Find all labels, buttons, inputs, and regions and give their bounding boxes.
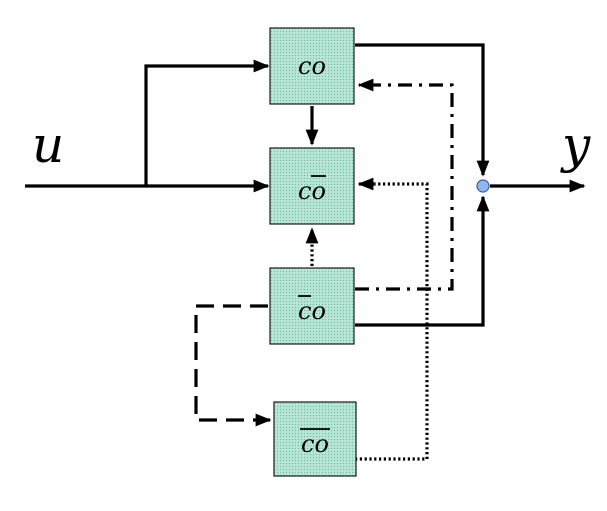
block-cbar-obar-label: co bbox=[301, 430, 329, 458]
input-to-co-arrow bbox=[144, 59, 270, 186]
block-co: co bbox=[269, 27, 355, 105]
block-cbar-o-label: co bbox=[298, 297, 326, 325]
block-c-obar-label: co bbox=[298, 177, 326, 205]
cbar-o-to-sum-arrow bbox=[355, 195, 490, 327]
block-cbar-o: co bbox=[269, 267, 355, 345]
co-to-sum-arrow bbox=[355, 43, 490, 177]
summing-node bbox=[476, 179, 490, 193]
block-c-obar: co bbox=[269, 147, 355, 225]
solid-connections bbox=[25, 43, 586, 327]
input-signal-label: u bbox=[32, 116, 64, 174]
dashdot-feedback-arrow bbox=[355, 78, 454, 291]
block-co-label: co bbox=[298, 52, 326, 80]
dashed-connection-arrow bbox=[194, 304, 272, 427]
block-cbar-obar: co bbox=[273, 401, 357, 477]
dotted-feedback-arrow bbox=[355, 177, 429, 461]
output-signal-label: y bbox=[560, 116, 591, 174]
